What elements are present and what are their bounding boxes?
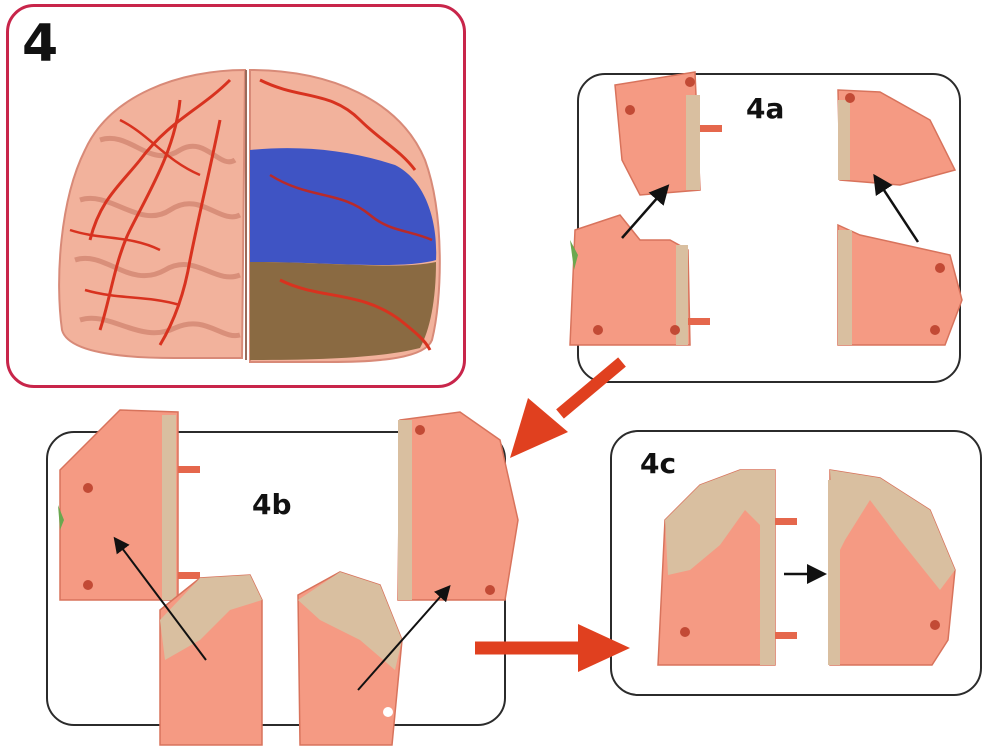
piece-4a-lower-left	[570, 215, 710, 345]
flow-arrow-4a-to-4b	[510, 362, 622, 458]
arrow-4a-right	[876, 178, 918, 242]
piece-4a-upper-right	[838, 90, 955, 185]
piece-4c-left	[658, 470, 797, 665]
flow-arrow-4b-to-4c	[475, 624, 630, 672]
substep-label-4a: 4a	[746, 92, 784, 125]
piece-4b-upper-left	[58, 410, 200, 600]
piece-4b-upper-right	[398, 412, 518, 600]
piece-4c-right	[828, 470, 955, 665]
piece-4a-upper-left	[615, 72, 722, 195]
arrow-4a-left	[622, 188, 666, 238]
substep-label-4c: 4c	[640, 447, 676, 480]
piece-4a-lower-right	[838, 225, 962, 345]
piece-4b-lower-left	[160, 575, 262, 745]
substep-label-4b: 4b	[252, 488, 292, 521]
step-number: 4	[22, 18, 58, 70]
brain-model-image	[59, 70, 440, 362]
